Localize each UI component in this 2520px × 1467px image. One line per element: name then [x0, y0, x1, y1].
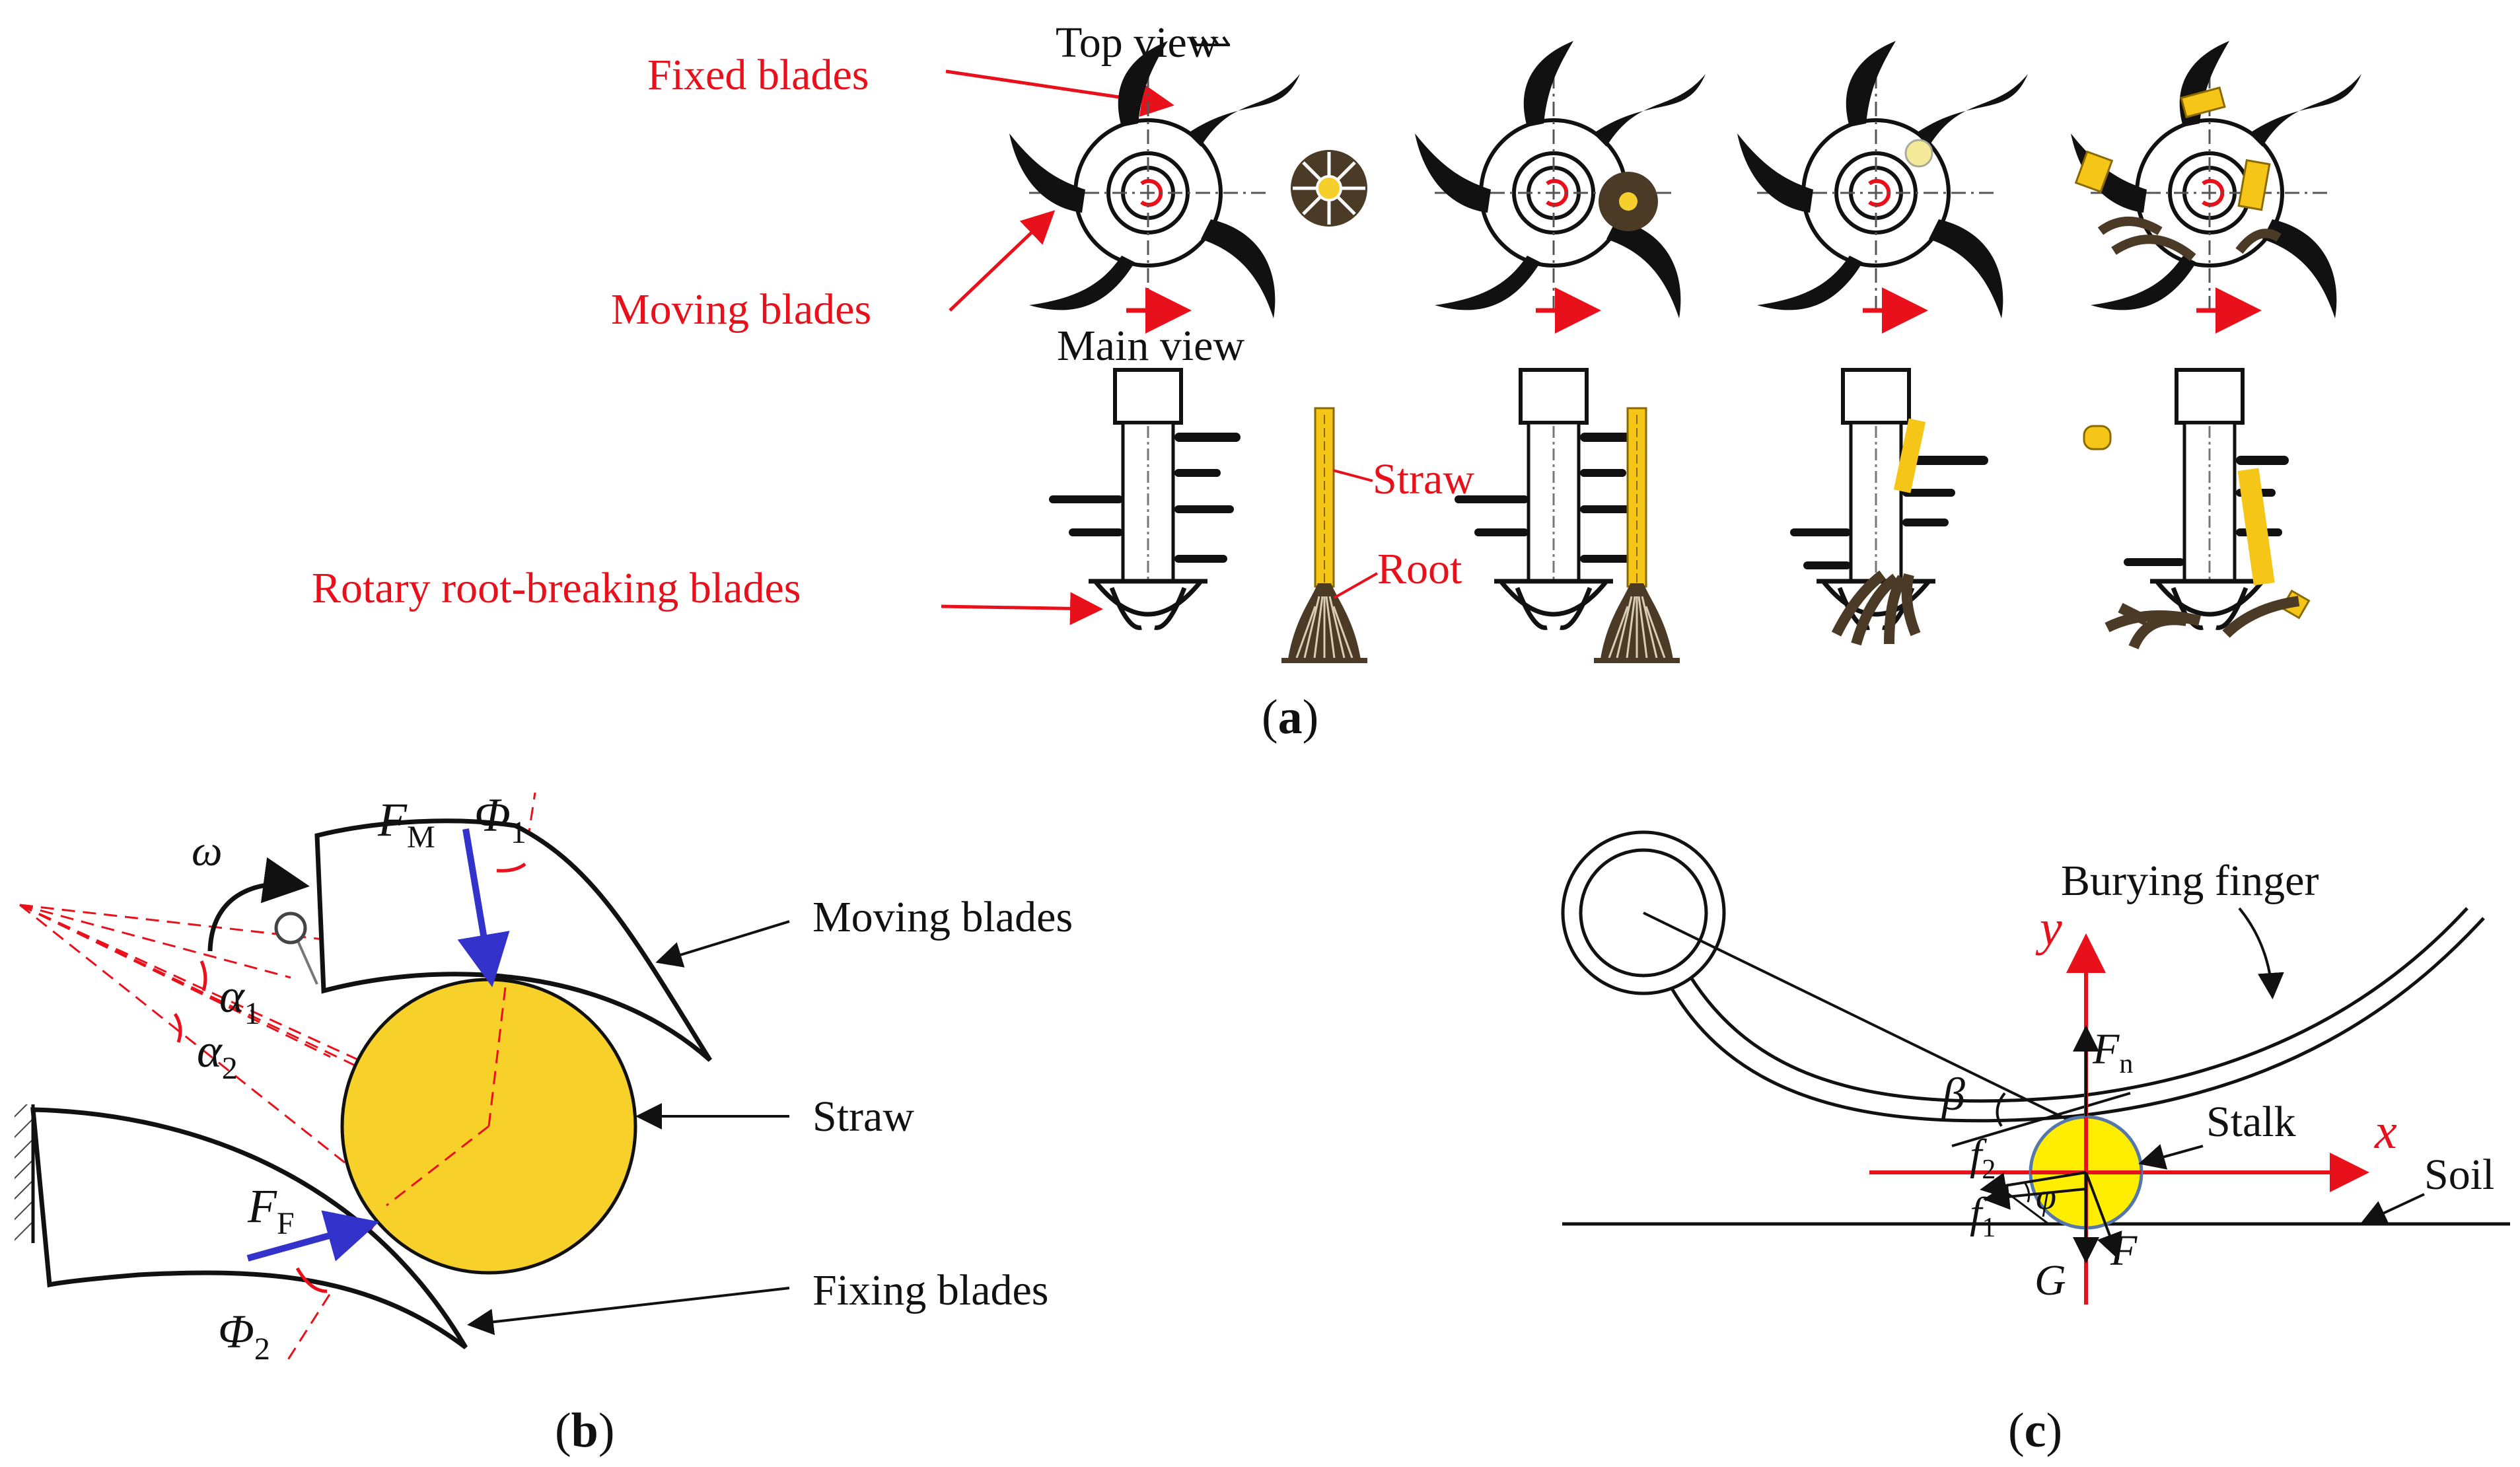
- caption-c: (c): [2008, 1404, 2062, 1458]
- rotary-blades-arrow: [941, 592, 1103, 626]
- stalk-callout: [2138, 1144, 2204, 1170]
- beta-arc: [1996, 1092, 2006, 1127]
- straw-top-view-icon: [1291, 150, 1367, 227]
- moving-blades-arrow: [949, 210, 1056, 312]
- straw-fragments-icon: [2074, 86, 2271, 211]
- phi1-label: Φ1: [474, 789, 526, 850]
- g-label: G: [2034, 1256, 2066, 1305]
- broken-roots-4: [2105, 596, 2300, 650]
- tangent-line: [1951, 1092, 2131, 1147]
- top-view-cutter-4: [2071, 41, 2361, 318]
- soil-label: Soil: [2424, 1151, 2494, 1199]
- fixed-blades-label: Fixed blades: [647, 51, 869, 99]
- fixing-blades-callout: [467, 1287, 790, 1336]
- burying-finger-label: Burying finger: [2061, 857, 2319, 905]
- omega-label: ω: [192, 827, 223, 875]
- stalk-label: Stalk: [2206, 1098, 2296, 1146]
- force-ff-arrow: [246, 1210, 380, 1262]
- moving-blades-label: Moving blades: [611, 285, 871, 334]
- ff-label: FF: [247, 1180, 295, 1241]
- fixing-blades-label: Fixing blades: [812, 1266, 1049, 1314]
- alpha1-label: α1: [219, 970, 260, 1031]
- straw-top-view-icon-2: [1599, 172, 1658, 231]
- straw-label-leader: [1332, 469, 1373, 482]
- root-straw-1: [1281, 408, 1367, 661]
- x-axis-label: x: [2374, 1104, 2397, 1159]
- fixing-blade-shape: [30, 1107, 468, 1349]
- main-view-cutter-2: [1455, 370, 1646, 627]
- straw-piece-icon: [1904, 139, 1933, 168]
- straw-label-b: Straw: [812, 1092, 914, 1141]
- phi-arc: [2023, 1182, 2031, 1203]
- burying-finger-inner: [1689, 907, 2468, 1103]
- burying-finger-callout: [2238, 907, 2284, 999]
- panel-a: Top view Fixed blades Moving blades Main…: [312, 18, 2361, 744]
- moving-blades-callout: [655, 920, 790, 968]
- panel-b: ω FM Φ1 α1 α2 FF Φ2 Moving blades Straw …: [15, 789, 1073, 1458]
- top-view-label: Top view: [1056, 18, 1219, 67]
- root-straw-2: [1594, 408, 1680, 661]
- phi2-label: Φ2: [218, 1305, 270, 1367]
- f-label: F: [2110, 1227, 2138, 1275]
- finger-radius-line: [1643, 912, 2068, 1121]
- straw-chunk-icon: [2083, 425, 2112, 450]
- moving-blades-label-b: Moving blades: [812, 893, 1073, 941]
- soil-callout: [2359, 1193, 2425, 1225]
- broken-roots-3: [1831, 570, 1921, 646]
- alpha2-arc: [173, 1013, 182, 1043]
- fn-label: Fn: [2092, 1025, 2133, 1079]
- force-fm-arrow: [457, 828, 510, 987]
- omega-arc: [207, 857, 310, 952]
- root-label: Root: [1377, 545, 1462, 593]
- main-view-label: Main view: [1057, 322, 1244, 370]
- phi-label: φ: [2036, 1176, 2056, 1217]
- top-view-cutter-3: [1737, 41, 2028, 318]
- phi2-arc: [295, 1267, 328, 1293]
- main-view-cutter-1: [1049, 370, 1241, 627]
- top-view-cutter-1: [1009, 41, 1300, 318]
- y-axis-label: y: [2035, 900, 2062, 956]
- top-view-cutter-2: [1415, 41, 1706, 318]
- force-f1-arrow: [1983, 1183, 2087, 1210]
- main-view-cutter-3: [1790, 370, 1988, 627]
- burying-finger-outer: [1669, 917, 2485, 1123]
- blade-pivot: [274, 912, 307, 945]
- caption-b: (b): [555, 1404, 614, 1458]
- f-resolved-line: [1994, 1182, 2048, 1225]
- panel-c: Burying finger Soil y x Stalk Fn G F f2 …: [1561, 830, 2510, 1458]
- fixed-blade-bracket-icon: [1190, 36, 1230, 46]
- force-f-arrow: [2085, 1172, 2122, 1260]
- f1-label: f1: [1970, 1189, 1996, 1243]
- caption-a: (a): [1262, 690, 1318, 744]
- main-view-cutter-4: [2124, 370, 2289, 627]
- fm-label: FM: [377, 793, 435, 855]
- phi1-arc: [496, 862, 526, 873]
- alpha1-arc: [199, 960, 207, 991]
- straw-label: Straw: [1373, 455, 1474, 503]
- root-fragments-icon: [2097, 217, 2282, 262]
- root-label-leader: [1334, 572, 1378, 599]
- beta-label: β: [1941, 1069, 1965, 1120]
- wall-hatch: [15, 1104, 33, 1243]
- f2-label: f2: [1970, 1131, 1996, 1185]
- alpha2-label: α2: [197, 1024, 238, 1086]
- rotary-blades-label: Rotary root-breaking blades: [312, 564, 801, 612]
